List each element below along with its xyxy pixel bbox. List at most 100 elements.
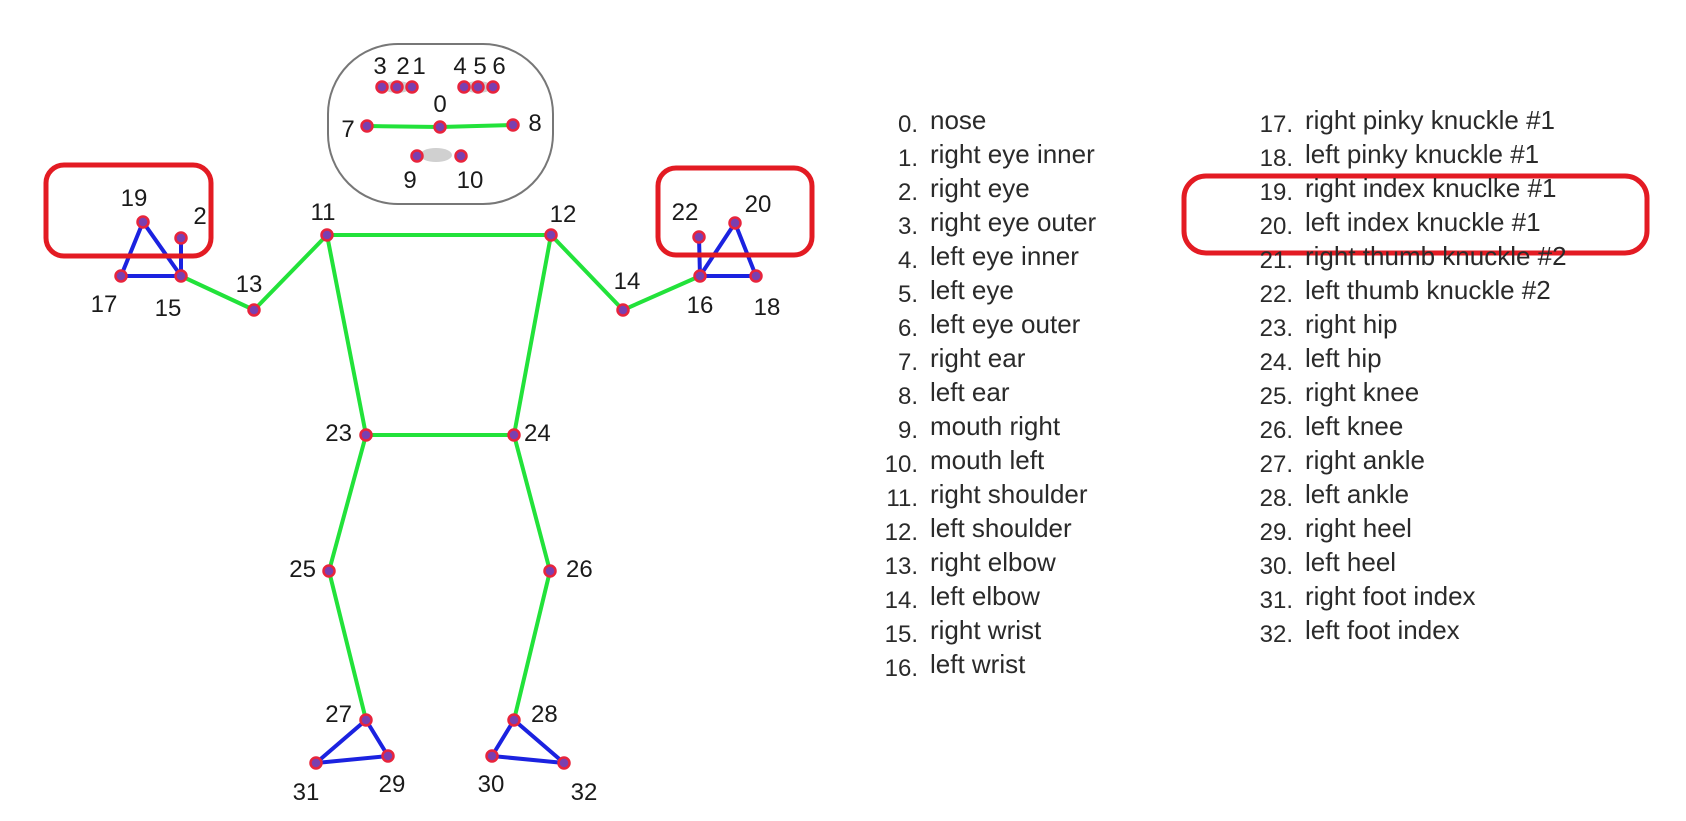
mouth-shape bbox=[420, 148, 452, 162]
landmark-point-3 bbox=[375, 80, 389, 94]
legend-number: 1. bbox=[897, 145, 918, 172]
landmark-label-21: 2 bbox=[193, 203, 206, 230]
legend-name: right ankle bbox=[1305, 445, 1425, 475]
landmark-point-24 bbox=[507, 428, 521, 442]
landmark-label-26: 26 bbox=[566, 556, 593, 583]
landmark-point-23 bbox=[359, 428, 373, 442]
landmark-label-3: 3 bbox=[373, 53, 386, 80]
legend-number: 5. bbox=[897, 281, 918, 308]
connection-31-27 bbox=[314, 718, 368, 765]
landmark-label-30: 30 bbox=[478, 771, 505, 798]
legend-name: left eye outer bbox=[930, 309, 1081, 339]
connection-30-32 bbox=[490, 754, 566, 765]
connection-18-20 bbox=[733, 221, 758, 278]
connection-29-31 bbox=[314, 754, 390, 765]
legend-name: left elbow bbox=[930, 581, 1040, 611]
legend-name: left eye bbox=[930, 275, 1014, 305]
landmark-point-15 bbox=[174, 269, 188, 283]
landmark-point-0 bbox=[433, 120, 447, 134]
landmark-point-14 bbox=[616, 303, 630, 317]
landmark-label-1: 1 bbox=[412, 53, 425, 80]
legend-number: 21. bbox=[1259, 247, 1293, 274]
landmark-label-7: 7 bbox=[341, 116, 354, 143]
landmark-point-21 bbox=[174, 231, 188, 245]
legend-number: 13. bbox=[884, 553, 918, 580]
landmark-point-10 bbox=[454, 149, 468, 163]
landmark-label-4: 4 bbox=[453, 53, 466, 80]
landmark-label-12: 12 bbox=[550, 201, 577, 228]
legend-number: 32. bbox=[1259, 621, 1293, 648]
landmark-label-9: 9 bbox=[403, 167, 416, 194]
landmark-label-15: 15 bbox=[155, 295, 182, 322]
legend-number: 3. bbox=[897, 213, 918, 240]
legend-name: right pinky knuckle #1 bbox=[1305, 105, 1556, 135]
legend-name: mouth left bbox=[930, 445, 1045, 475]
legend-name: right heel bbox=[1305, 513, 1412, 543]
landmark-point-19 bbox=[136, 215, 150, 229]
connection-25-27 bbox=[327, 569, 368, 722]
connections bbox=[119, 87, 758, 765]
landmark-label-18: 18 bbox=[754, 294, 781, 321]
landmark-point-7 bbox=[360, 119, 374, 133]
legend-number: 4. bbox=[897, 247, 918, 274]
landmark-label-27: 27 bbox=[325, 701, 352, 728]
landmark-point-11 bbox=[320, 228, 334, 242]
landmark-label-13: 13 bbox=[236, 271, 263, 298]
landmark-point-8 bbox=[506, 118, 520, 132]
connection-13-15 bbox=[179, 274, 256, 312]
landmark-point-4 bbox=[457, 80, 471, 94]
legend-name: right eye bbox=[930, 173, 1030, 203]
landmark-label-25: 25 bbox=[289, 556, 316, 583]
connection-23-25 bbox=[327, 433, 368, 573]
connection-24-26 bbox=[512, 433, 552, 573]
landmark-point-16 bbox=[693, 269, 707, 283]
landmark-point-13 bbox=[247, 303, 261, 317]
legend-number: 19. bbox=[1259, 179, 1293, 206]
landmark-point-2 bbox=[390, 80, 404, 94]
landmark-label-19: 19 bbox=[121, 185, 148, 212]
highlight-box-right-hand bbox=[43, 162, 214, 259]
legend-name: left heel bbox=[1305, 547, 1397, 577]
landmark-point-1 bbox=[405, 80, 419, 94]
landmark-label-31: 31 bbox=[293, 779, 320, 806]
legend-name: left knee bbox=[1305, 411, 1404, 441]
connection-12-24 bbox=[512, 233, 553, 437]
legend-number: 25. bbox=[1259, 383, 1293, 410]
legend-name: left ear bbox=[930, 377, 1010, 407]
connection-11-13 bbox=[252, 233, 329, 312]
legend-number: 26. bbox=[1259, 417, 1293, 444]
legend-name: right shoulder bbox=[930, 479, 1088, 509]
legend-name: left hip bbox=[1305, 343, 1382, 373]
legend-name: right eye outer bbox=[930, 207, 1097, 237]
legend-name: right index knuclke #1 bbox=[1305, 173, 1557, 203]
highlight-box-left-hand bbox=[655, 165, 815, 258]
landmark-label-14: 14 bbox=[614, 268, 641, 295]
landmark-point-17 bbox=[114, 269, 128, 283]
connection-28-30 bbox=[490, 718, 516, 758]
landmark-label-23: 23 bbox=[325, 420, 352, 447]
landmark-point-12 bbox=[544, 228, 558, 242]
landmark-points bbox=[114, 80, 763, 770]
legend-name: right eye inner bbox=[930, 139, 1095, 169]
landmark-point-32 bbox=[557, 756, 571, 770]
landmark-point-27 bbox=[359, 713, 373, 727]
landmark-point-6 bbox=[486, 80, 500, 94]
legend-number: 22. bbox=[1259, 281, 1293, 308]
legend-name: left eye inner bbox=[930, 241, 1079, 271]
landmark-point-29 bbox=[381, 749, 395, 763]
landmark-label-0: 0 bbox=[433, 91, 446, 118]
legend-name: left thumb knuckle #2 bbox=[1305, 275, 1551, 305]
legend-name: mouth right bbox=[930, 411, 1061, 441]
landmark-label-11: 11 bbox=[311, 199, 336, 226]
landmark-label-29: 29 bbox=[379, 771, 406, 798]
legend-name: right hip bbox=[1305, 309, 1398, 339]
landmark-label-6: 6 bbox=[492, 53, 505, 80]
connection-14-16 bbox=[621, 274, 702, 312]
connection-26-28 bbox=[512, 569, 552, 722]
legend-number: 7. bbox=[897, 349, 918, 376]
connection-face-aux bbox=[367, 87, 412, 126]
legend-name: right ear bbox=[930, 343, 1026, 373]
connection-12-14 bbox=[549, 233, 625, 312]
landmark-point-20 bbox=[728, 216, 742, 230]
